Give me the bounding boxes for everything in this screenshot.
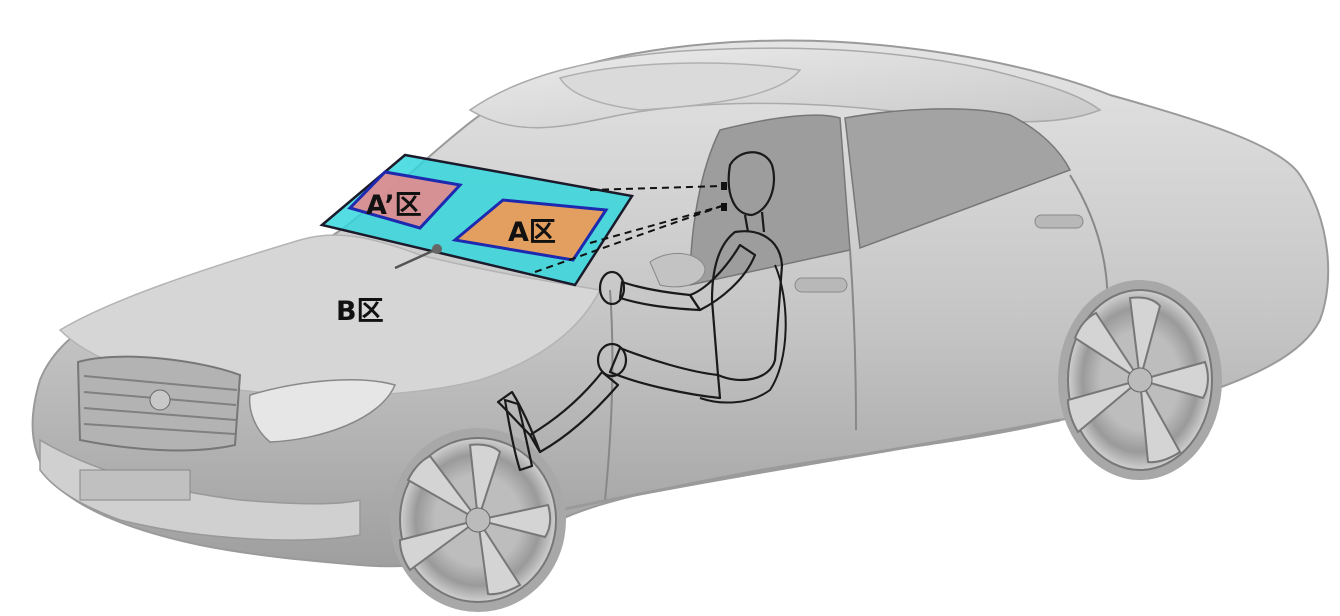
sight-lines — [534, 185, 723, 273]
zone-a-label: A区 — [508, 217, 556, 248]
eye-point — [721, 182, 727, 190]
zone-b-label: B区 — [336, 296, 384, 327]
rear-wheel — [1058, 280, 1222, 480]
front-grille — [76, 355, 242, 452]
zone-a-prime-region — [347, 170, 463, 230]
zone-a-region — [451, 198, 609, 262]
driver-mannequin — [496, 151, 787, 472]
zone-b-pointer-dot — [432, 244, 442, 254]
windshield-zones — [319, 153, 635, 287]
zone-b-pointer — [394, 247, 438, 270]
front-wheel — [390, 428, 566, 612]
zone-a-prime-label: A’区 — [366, 190, 422, 221]
car-illustration — [31, 39, 1330, 612]
